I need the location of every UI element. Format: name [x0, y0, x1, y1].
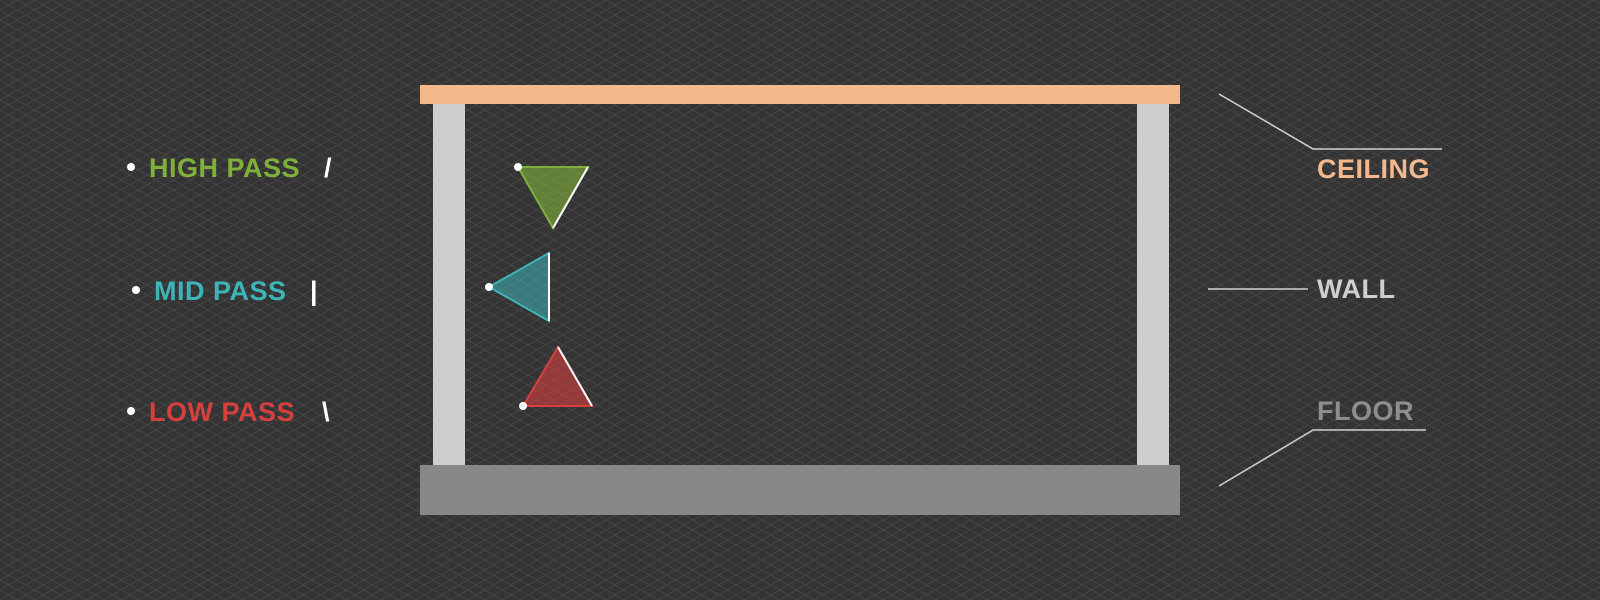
- floor-leader-line: [1218, 429, 1426, 487]
- high-pass-label: HIGH PASS: [149, 153, 300, 183]
- legend-high-pass: HIGH PASS /: [127, 153, 332, 183]
- high-pass-dot: [514, 163, 522, 171]
- ceiling-slab: [420, 85, 1180, 104]
- legend-bullet: [127, 407, 135, 415]
- wall-label: WALL: [1317, 274, 1395, 304]
- low-pass-symbol: \: [322, 397, 330, 427]
- legend-mid-pass: MID PASS |: [132, 276, 318, 306]
- floor-callout: FLOOR: [1218, 396, 1426, 487]
- low-pass-marker: [519, 345, 594, 410]
- low-pass-dot: [519, 402, 527, 410]
- mid-pass-symbol: |: [310, 276, 318, 306]
- legend-bullet: [127, 163, 135, 171]
- floor-slab: [420, 465, 1180, 515]
- low-pass-edge: [557, 346, 593, 407]
- left-wall: [433, 100, 465, 468]
- high-pass-edge: [552, 166, 589, 229]
- ceiling-callout: CEILING: [1218, 93, 1442, 184]
- mid-pass-marker: [485, 251, 550, 323]
- ceiling-leader-line: [1218, 93, 1442, 150]
- floor-label: FLOOR: [1317, 396, 1414, 426]
- ceiling-label: CEILING: [1317, 154, 1430, 184]
- mid-pass-label: MID PASS: [154, 276, 287, 306]
- high-pass-marker: [514, 163, 590, 231]
- right-wall: [1137, 100, 1169, 468]
- wall-callout: WALL: [1208, 274, 1395, 304]
- high-pass-symbol: /: [324, 153, 332, 183]
- legend-low-pass: LOW PASS \: [127, 397, 330, 427]
- mid-pass-dot: [485, 283, 493, 291]
- low-pass-label: LOW PASS: [149, 397, 295, 427]
- legend-bullet: [132, 286, 140, 294]
